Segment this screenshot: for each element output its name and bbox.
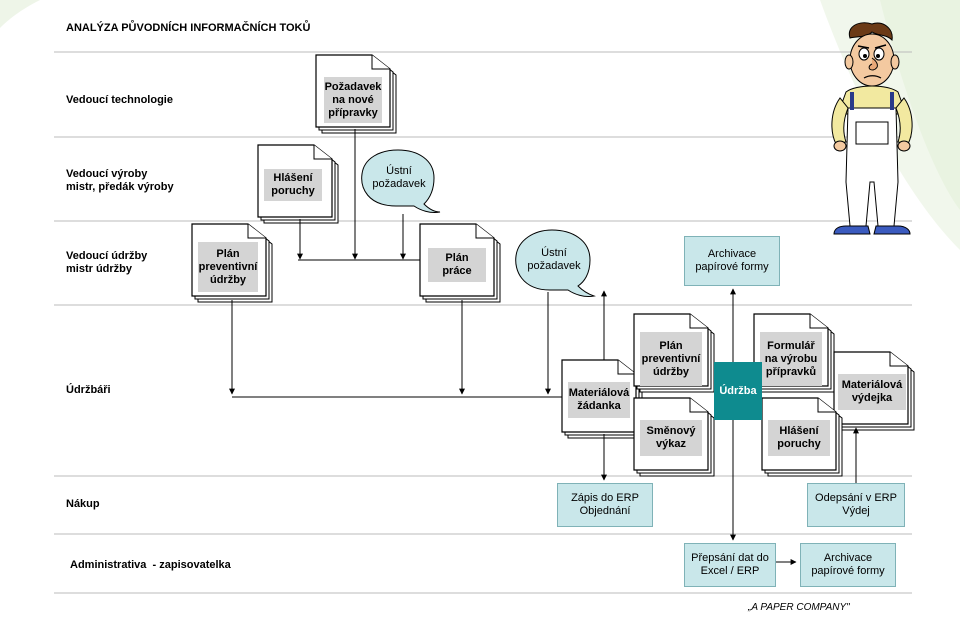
lane-label-vedouci-vyroby: Vedoucí výroby mistr, předák výroby xyxy=(66,168,174,193)
doc-formular xyxy=(753,313,835,393)
doc-label-materialova-vydejka: Materiálová výdejka xyxy=(841,379,903,404)
footer-company: „A PAPER COMPANY" xyxy=(748,602,850,613)
doc-hlaseni-poruchy-1 xyxy=(257,144,339,224)
bubble-ustni-1 xyxy=(361,149,441,213)
box-odepsani-erp: Odepsání v ERP Výdej xyxy=(807,483,905,527)
doc-label-plan-prace: Plán práce xyxy=(442,252,472,277)
doc-label-hlaseni-poruchy-1: Hlášení poruchy xyxy=(271,172,315,197)
doc-plan-preventivni-2 xyxy=(633,313,715,393)
bubble-text-ustni-2: Ústní požadavek xyxy=(527,247,581,272)
box-prepsani: Přepsání dat do Excel / ERP xyxy=(684,543,776,587)
diagram-title: ANALÝZA PŮVODNÍCH INFORMAČNÍCH TOKŮ xyxy=(66,22,311,34)
doc-label-plan-preventivni-1: Plán preventivní údržby xyxy=(198,247,258,286)
doc-pozadavek xyxy=(315,54,397,134)
doc-label-smenovy-vykaz: Směnový výkaz xyxy=(646,425,696,450)
doc-hlaseni-poruchy-2 xyxy=(761,397,843,477)
box-archivace-2: Archivace papírové formy xyxy=(800,543,896,587)
doc-label-plan-preventivni-2: Plán preventivní údržby xyxy=(641,339,701,378)
lane-label-udrzbari: Údržbáři xyxy=(66,384,111,396)
doc-label-hlaseni-poruchy-2: Hlášení poruchy xyxy=(777,425,821,450)
center-udrzba: Údržba xyxy=(714,362,762,420)
worker-illustration xyxy=(831,22,913,235)
bubble-text-ustni-1: Ústní požadavek xyxy=(372,165,426,190)
lane-label-vedouci-technologie: Vedoucí technologie xyxy=(66,94,173,106)
bubble-ustni-2 xyxy=(515,229,596,297)
lane-label-vedouci-udrzby: Vedoucí údržby mistr údržby xyxy=(66,250,148,275)
doc-label-materialova-zadanka: Materiálová žádanka xyxy=(568,387,630,412)
lane-label-administrativa: Administrativa - zapisovatelka xyxy=(70,559,231,571)
lane-separators xyxy=(54,51,912,594)
doc-label-formular: Formulář na výrobu přípravků xyxy=(764,339,818,378)
doc-materialova-vydejka xyxy=(833,351,915,431)
lane-label-nakup: Nákup xyxy=(66,498,100,510)
doc-smenovy-vykaz xyxy=(633,397,715,477)
doc-plan-preventivni-1 xyxy=(191,223,273,303)
doc-materialova-zadanka xyxy=(561,359,643,439)
connectors xyxy=(229,129,859,565)
box-archivace-1: Archivace papírové formy xyxy=(684,236,780,286)
doc-plan-prace xyxy=(419,223,501,303)
box-zapis-erp: Zápis do ERP Objednání xyxy=(557,483,653,527)
doc-label-pozadavek: Požadavek na nové přípravky xyxy=(324,80,382,119)
